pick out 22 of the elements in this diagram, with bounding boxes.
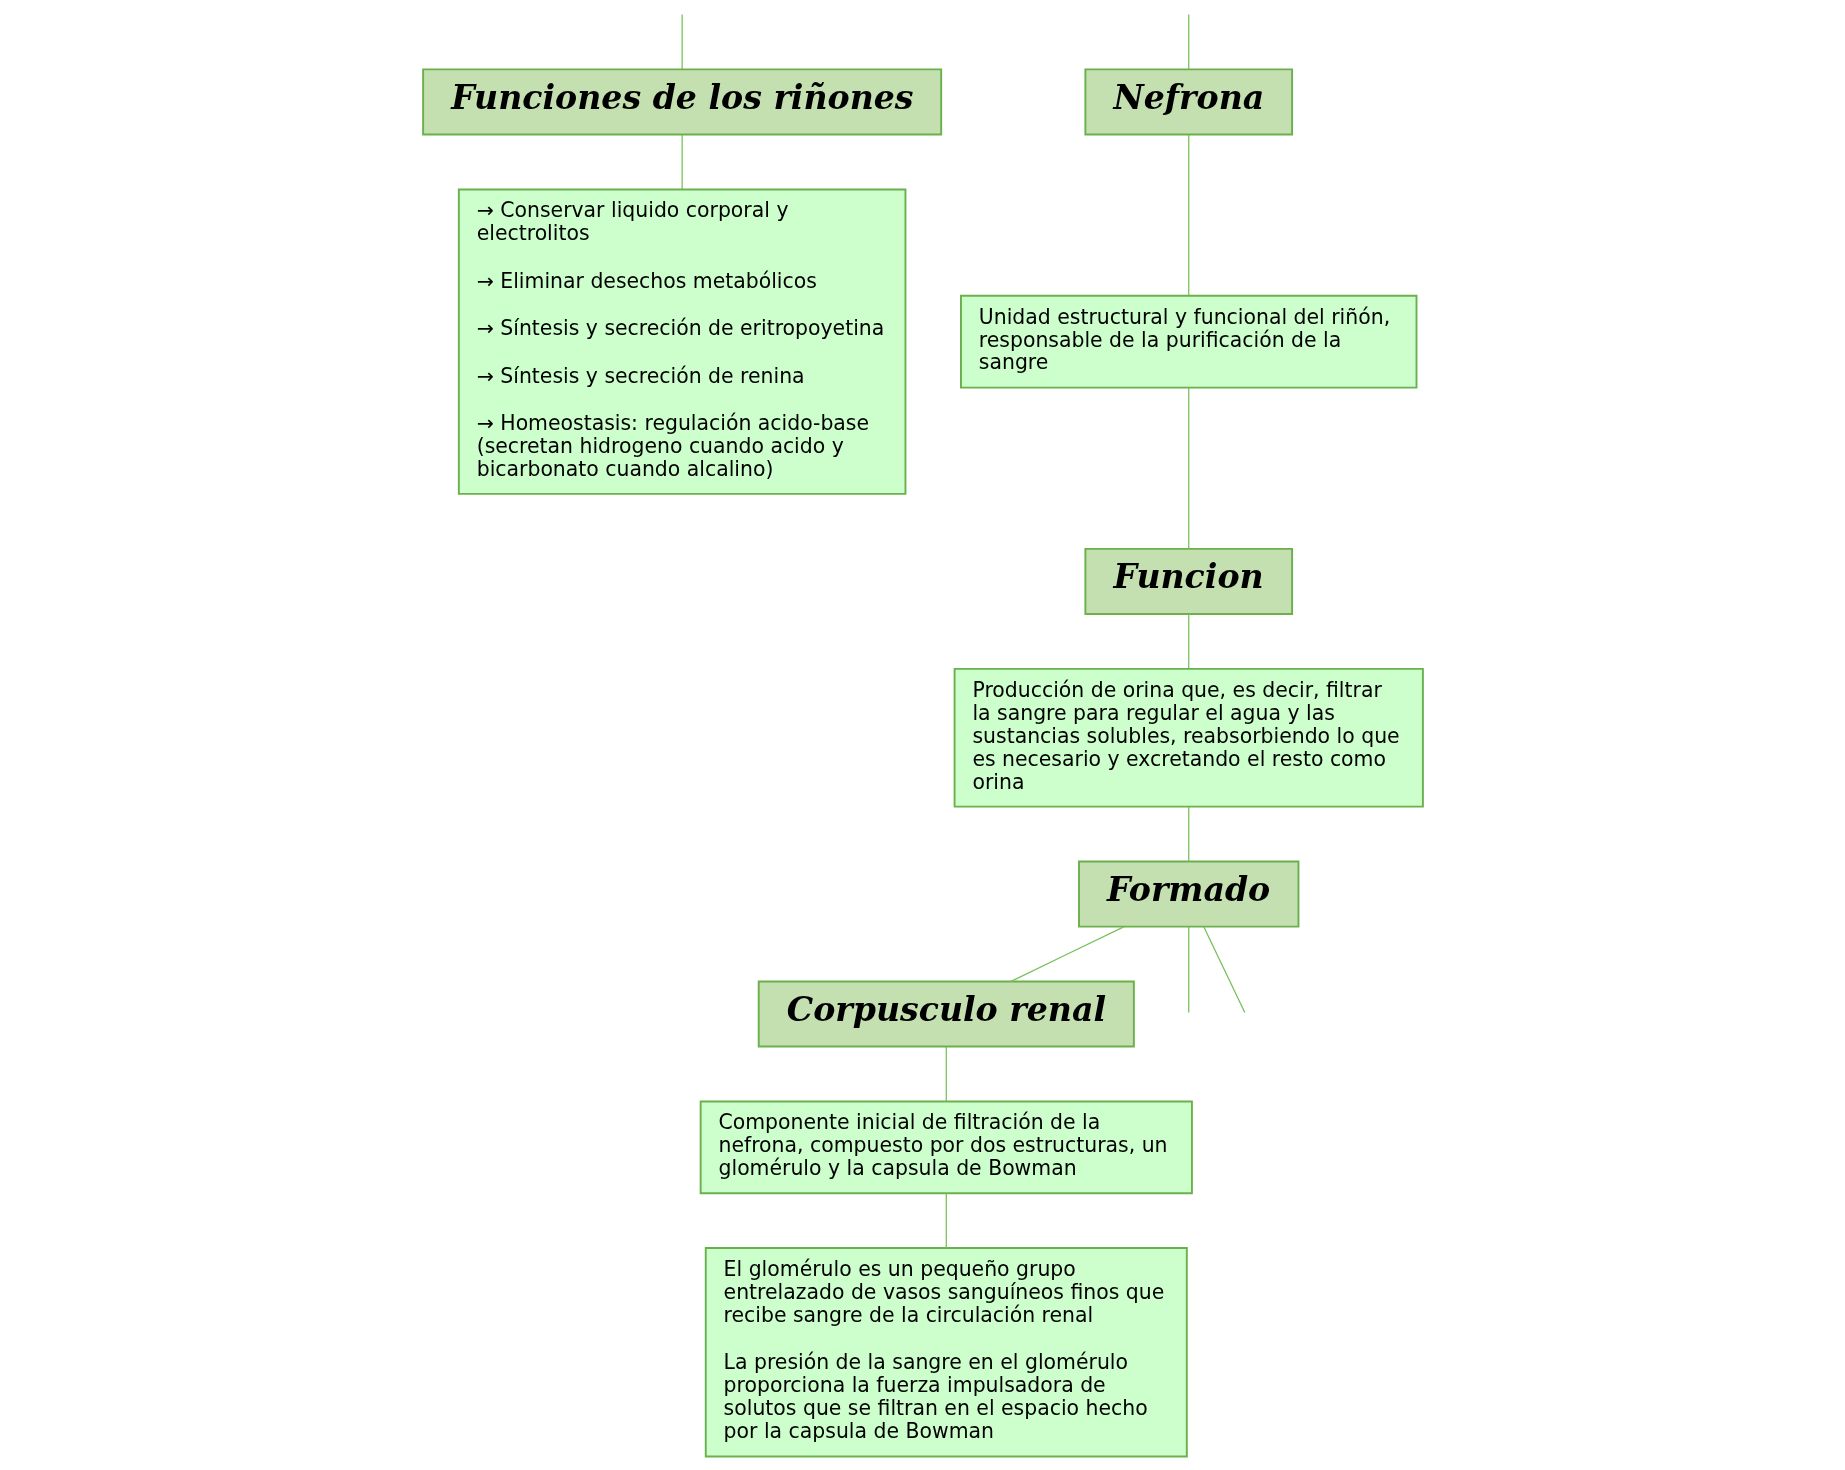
node-box: Componente inicial de filtración de la nefrona, compuesto por dos estructuras, un glomérulo y la capsula de Bowman (699, 1100, 1193, 1195)
node-box: Funcion (1083, 547, 1293, 615)
connector (681, 13, 683, 70)
connector (1187, 387, 1189, 550)
connector (1187, 613, 1189, 669)
node-box: Producción de orina que, es decir, filtrar la sangre para regular el agua y las sustancias solubles, reabsorbiendo lo que es necesario y excretando el resto como orina (953, 667, 1424, 808)
node-box: El glomérulo es un pequeño grupo entrelazado de vasos sanguíneos finos que recibe sangre de la circulación renal La presión de la sangre en el glomérulo proporciona la fuerza impulsadora de solutos que se filtran en el espacio hecho por la capsula de Bowman (704, 1247, 1188, 1458)
node-box: Funciones de los riñones (421, 68, 942, 136)
connector (1009, 926, 1124, 983)
node-box: Unidad estructural y funcional del riñón, responsable de la purificación de la sangre (959, 294, 1417, 389)
connector (1187, 806, 1189, 863)
node-box: Formado (1077, 860, 1299, 928)
connector (945, 1046, 947, 1102)
connector (681, 134, 683, 190)
node-box: Corpusculo renal (757, 980, 1135, 1048)
connector (945, 1192, 947, 1249)
connector (1202, 926, 1245, 1014)
connector (1187, 926, 1189, 1014)
connector (1187, 13, 1189, 70)
node-box: Nefrona (1083, 68, 1293, 136)
connector (1187, 134, 1189, 296)
node-box: → Conservar liquido corporal y electrolitos → Eliminar desechos metabólicos → Síntesis y secreción de eritropoyetina → Síntesis y secreción de renina → Homeostasis: regulación acido-base (secretan hidrogeno cuando acido y bicarbonato cuando alcalino) (457, 188, 906, 495)
